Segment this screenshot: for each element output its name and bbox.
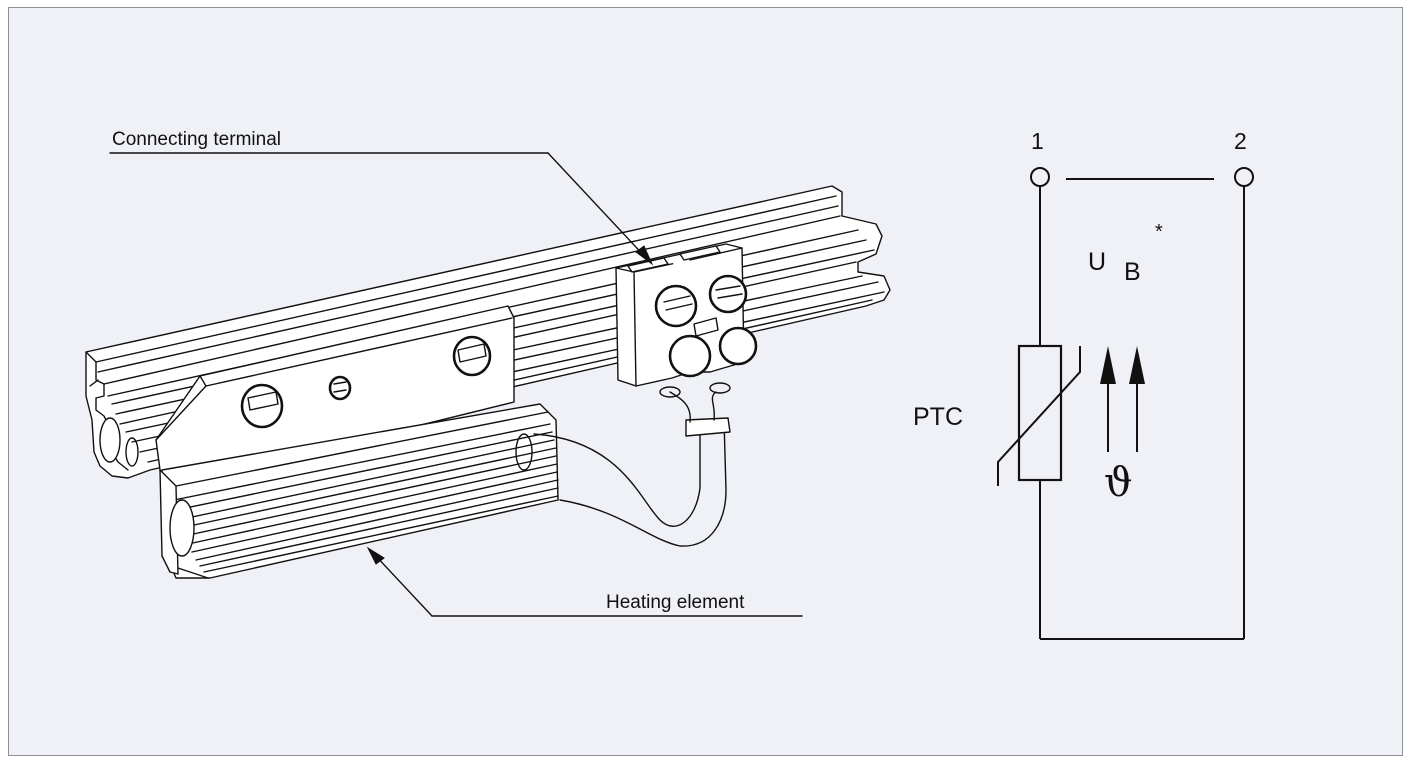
terminal-screw-lower-right-icon [718,326,758,366]
screw-left-icon [240,383,284,429]
callout-heating-element: Heating element [366,546,803,617]
temperature-symbol: ϑ [1104,460,1133,506]
screw-middle-icon [328,375,352,401]
terminal-1-label: 1 [1031,128,1044,154]
label-connecting-terminal: Connecting terminal [112,129,281,150]
voltage-symbol: U [1088,248,1106,276]
label-heating-element: Heating element [606,592,745,613]
circuit-schematic: 1 2 PTC U B * ϑ [913,128,1254,640]
terminal-screw-upper-right-icon [708,274,748,314]
heater-body [155,305,559,579]
rising-arrows-icon [1100,346,1145,452]
terminal-screw-upper-left-icon [654,284,698,328]
voltage-subscript: B [1124,258,1141,286]
ptc-label: PTC [913,403,963,431]
cable [533,382,731,547]
screw-right-icon [452,335,492,377]
ptc-slope-icon [997,346,1081,486]
terminal-block [615,243,758,387]
terminal-screw-lower-left-icon [668,334,712,378]
terminal-2-label: 2 [1234,128,1247,154]
ptc-resistor-icon [1017,344,1063,482]
terminal-2-icon [1234,167,1254,187]
terminal-1-icon [1030,167,1050,187]
callout-connecting-terminal: Connecting terminal [109,129,654,266]
voltage-footnote-mark: * [1155,221,1163,243]
